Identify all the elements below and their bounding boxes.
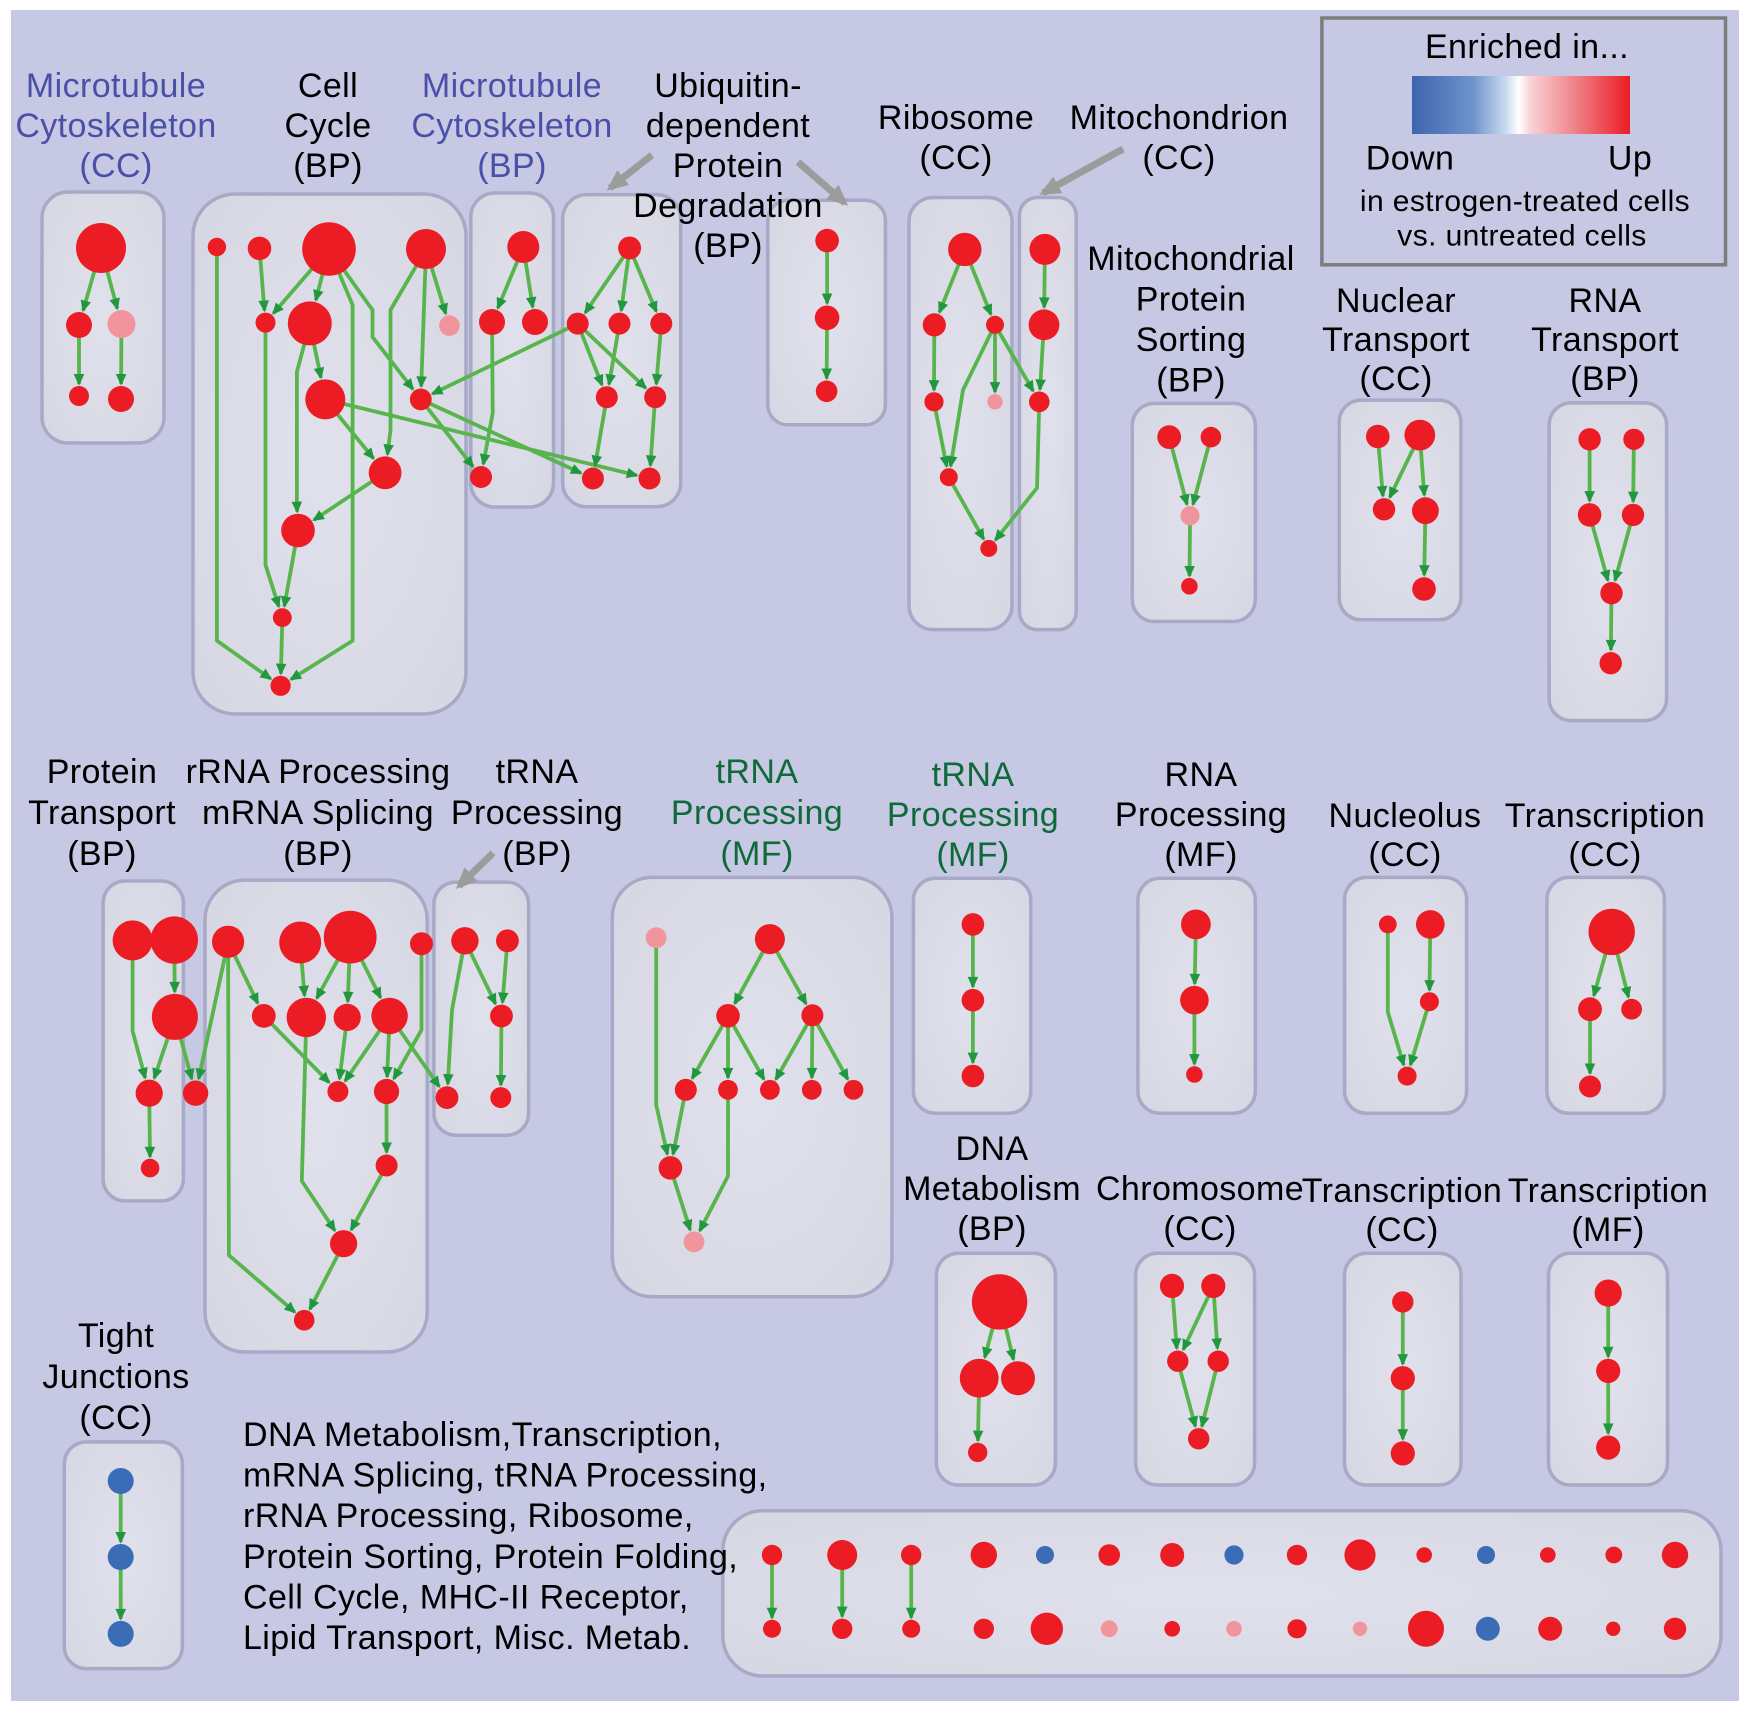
svg-text:Cycle: Cycle	[284, 107, 371, 145]
svg-text:DNA Metabolism,Transcription,: DNA Metabolism,Transcription,	[243, 1416, 722, 1454]
svg-text:Protein: Protein	[47, 753, 158, 791]
svg-text:Chromosome: Chromosome	[1096, 1170, 1304, 1208]
svg-text:Nucleolus: Nucleolus	[1329, 797, 1482, 835]
svg-text:Sorting: Sorting	[1136, 321, 1247, 359]
svg-text:Protein: Protein	[673, 147, 784, 185]
svg-text:Microtubule: Microtubule	[26, 67, 206, 105]
svg-text:rRNA Processing: rRNA Processing	[186, 753, 451, 791]
svg-text:(CC): (CC)	[1163, 1210, 1236, 1248]
svg-text:tRNA: tRNA	[716, 753, 799, 791]
svg-text:(BP): (BP)	[283, 835, 353, 873]
svg-text:DNA: DNA	[956, 1130, 1029, 1168]
svg-text:(MF): (MF)	[936, 836, 1009, 874]
svg-text:(BP): (BP)	[477, 147, 547, 185]
svg-text:Protein Sorting, Protein Foldi: Protein Sorting, Protein Folding,	[243, 1538, 738, 1576]
svg-text:(BP): (BP)	[1570, 360, 1640, 398]
svg-text:(MF): (MF)	[1571, 1211, 1644, 1249]
svg-text:Mitochondrion: Mitochondrion	[1070, 99, 1289, 137]
svg-text:Transport: Transport	[1322, 321, 1470, 359]
svg-text:Transcription: Transcription	[1508, 1172, 1708, 1210]
svg-text:Ubiquitin-: Ubiquitin-	[654, 67, 802, 105]
svg-text:RNA: RNA	[1569, 282, 1642, 320]
svg-text:(CC): (CC)	[1359, 360, 1432, 398]
svg-text:Down: Down	[1366, 140, 1455, 178]
svg-text:Processing: Processing	[887, 796, 1059, 834]
svg-text:Processing: Processing	[671, 794, 843, 832]
svg-text:(CC): (CC)	[1142, 139, 1215, 177]
svg-text:(BP): (BP)	[693, 227, 763, 265]
svg-text:mRNA Splicing: mRNA Splicing	[202, 794, 434, 832]
svg-text:Cytoskeleton: Cytoskeleton	[411, 107, 612, 145]
svg-text:Ribosome: Ribosome	[878, 99, 1034, 137]
svg-text:Up: Up	[1608, 140, 1652, 178]
svg-text:Mitochondrial: Mitochondrial	[1087, 240, 1294, 278]
svg-text:tRNA: tRNA	[932, 756, 1015, 794]
svg-text:Transport: Transport	[28, 794, 176, 832]
svg-text:Transcription: Transcription	[1302, 1172, 1502, 1210]
svg-text:Processing: Processing	[1115, 796, 1287, 834]
svg-text:(BP): (BP)	[502, 835, 572, 873]
svg-text:Degradation: Degradation	[633, 187, 823, 225]
svg-text:(BP): (BP)	[67, 835, 137, 873]
svg-text:(CC): (CC)	[1568, 836, 1641, 874]
svg-text:Processing: Processing	[451, 794, 623, 832]
svg-text:Cell Cycle, MHC-II Receptor,: Cell Cycle, MHC-II Receptor,	[243, 1578, 689, 1616]
svg-text:Metabolism: Metabolism	[903, 1170, 1081, 1208]
svg-text:Transcription: Transcription	[1505, 797, 1705, 835]
svg-text:(CC): (CC)	[79, 147, 152, 185]
svg-text:(MF): (MF)	[720, 835, 793, 873]
svg-text:(CC): (CC)	[79, 1399, 152, 1437]
svg-text:Cytoskeleton: Cytoskeleton	[15, 107, 216, 145]
svg-text:dependent: dependent	[646, 107, 810, 145]
svg-text:Lipid Transport, Misc. Metab.: Lipid Transport, Misc. Metab.	[243, 1619, 691, 1657]
svg-text:(BP): (BP)	[1156, 362, 1226, 400]
svg-text:Microtubule: Microtubule	[422, 67, 602, 105]
svg-text:Nuclear: Nuclear	[1336, 282, 1456, 320]
svg-text:Cell: Cell	[298, 67, 358, 105]
svg-text:mRNA Splicing, tRNA Processing: mRNA Splicing, tRNA Processing,	[243, 1457, 767, 1495]
svg-text:Protein: Protein	[1136, 281, 1247, 319]
svg-text:(CC): (CC)	[1365, 1211, 1438, 1249]
svg-text:Tight: Tight	[78, 1317, 154, 1355]
svg-text:in estrogen-treated cells: in estrogen-treated cells	[1360, 185, 1690, 218]
svg-text:(BP): (BP)	[957, 1210, 1027, 1248]
svg-text:RNA: RNA	[1165, 756, 1238, 794]
svg-text:(CC): (CC)	[919, 139, 992, 177]
svg-text:Enriched in...: Enriched in...	[1425, 28, 1629, 66]
svg-text:rRNA Processing, Ribosome,: rRNA Processing, Ribosome,	[243, 1497, 694, 1535]
svg-text:tRNA: tRNA	[496, 753, 579, 791]
svg-text:Transport: Transport	[1531, 321, 1679, 359]
svg-text:Junctions: Junctions	[42, 1358, 189, 1396]
svg-text:vs. untreated cells: vs. untreated cells	[1397, 220, 1646, 253]
svg-text:(BP): (BP)	[293, 147, 363, 185]
svg-text:(MF): (MF)	[1164, 836, 1237, 874]
svg-text:(CC): (CC)	[1368, 836, 1441, 874]
